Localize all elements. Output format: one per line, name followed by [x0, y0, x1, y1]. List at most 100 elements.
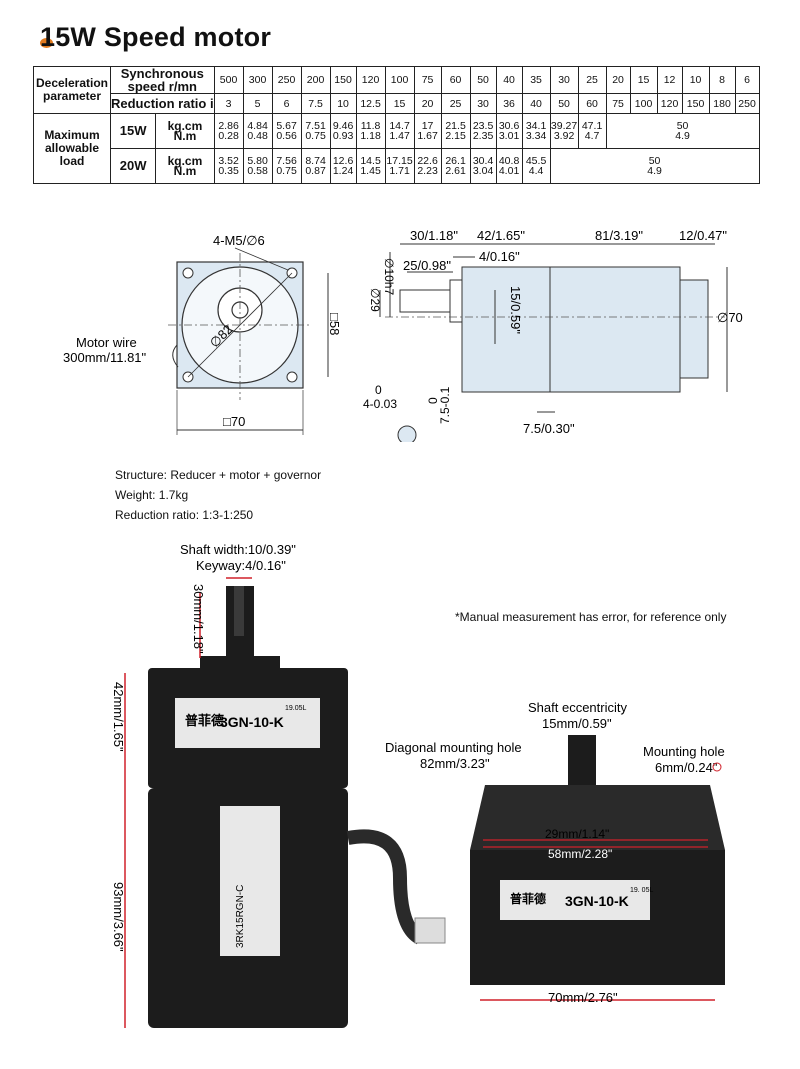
ratio-cell: 5: [242, 93, 273, 114]
d70-label: 70mm/2.76": [548, 990, 618, 1005]
svg-text:普菲德: 普菲德: [510, 891, 546, 906]
speed-cell: 30: [549, 66, 579, 94]
sync-label: Synchronous speed r/mn: [110, 66, 215, 94]
shaft-width-label: Shaft width:10/0.39": [180, 542, 296, 557]
ratio-cell: 120: [656, 93, 683, 114]
boss: [200, 656, 280, 668]
speed-cell: 6: [734, 66, 760, 94]
d4-label: 4/0.16": [479, 249, 520, 264]
ratio-text: Reduction ratio: 1:3-1:250: [115, 508, 254, 522]
d81-label: 81/3.19": [595, 228, 643, 243]
ratio-cell: 10: [329, 93, 357, 114]
ratio-cell: 150: [681, 93, 710, 114]
ratio-cell: 12.5: [355, 93, 386, 114]
speed-cell: 75: [413, 66, 442, 94]
gearbox-body: [461, 266, 551, 393]
ratio-cell: 40: [521, 93, 551, 114]
motor-wire-length: 300mm/11.81": [63, 350, 147, 365]
end-cap: [679, 279, 709, 379]
speed-cell: 10: [681, 66, 710, 94]
ratio-cell: 25: [440, 93, 471, 114]
d30-label: 30mm/1.18": [191, 584, 206, 654]
speed-cell: 200: [300, 66, 331, 94]
mount-label: Mounting hole: [643, 744, 725, 759]
d42-label: 42mm/1.65": [111, 682, 126, 752]
speed-cell: 20: [605, 66, 631, 94]
ratio-cell: 15: [384, 93, 415, 114]
d15-label: 15/0.59": [508, 286, 523, 334]
eccentricity-label: Shaft eccentricity: [528, 700, 627, 715]
speed-cell: 15: [629, 66, 658, 94]
key-a-label: 4-0.03: [363, 397, 397, 411]
page-title: 15W Speed motor: [40, 22, 272, 52]
speed-cell: 40: [495, 66, 523, 94]
dia70-label: ∅70: [717, 310, 743, 325]
structure-text: Structure: Reducer + motor + governor: [115, 468, 322, 482]
key-b-label: 7.5-0.1: [438, 386, 452, 424]
eccentricity-value: 15mm/0.59": [542, 716, 612, 731]
ratio-cell: 30: [469, 93, 497, 114]
side58-label: □58: [327, 313, 342, 335]
dia10-label: ∅10h7: [382, 258, 396, 295]
diagonal-value: 82mm/3.23": [420, 756, 490, 771]
speed-cell: 12: [656, 66, 683, 94]
side70-label: □70: [223, 414, 245, 429]
ratio-cell: 7.5: [300, 93, 331, 114]
speed-cell: 25: [577, 66, 607, 94]
ratio-cell: 75: [605, 93, 631, 114]
weight-text: Weight: 1.7kg: [115, 488, 189, 502]
ratio-cell: 3: [213, 93, 244, 114]
power-cell: 20W: [109, 148, 157, 184]
front-view-drawing: 4-M5/∅6 ∅82 □58 □70 Motor wire 300mm/11.…: [63, 233, 342, 435]
speed-cell: 150: [329, 66, 357, 94]
speed-cell: 500: [213, 66, 244, 94]
d30-label: 30/1.18": [410, 228, 458, 243]
ratio-cell: 60: [577, 93, 607, 114]
speed-cell: 60: [440, 66, 471, 94]
motor-wire: [346, 829, 424, 945]
gearbox-top: [470, 785, 725, 850]
speed-cell: 8: [708, 66, 736, 94]
key-a0-label: 0: [375, 383, 382, 397]
ratio-cell: 36: [495, 93, 523, 114]
d42-label: 42/1.65": [477, 228, 525, 243]
ratio-cell: 20: [413, 93, 442, 114]
key-b0-label: 0: [426, 397, 440, 404]
motor-wire-label: Motor wire: [76, 335, 137, 350]
ratio-cell: 100: [629, 93, 658, 114]
svg-text:3GN-10-K: 3GN-10-K: [565, 893, 629, 909]
ratio-cell: 50: [549, 93, 579, 114]
motor-body: [549, 266, 681, 393]
svg-text:普菲德: 普菲德: [185, 713, 224, 728]
title-bullet: [40, 38, 53, 48]
ratio-cell: 180: [708, 93, 736, 114]
d12-label: 12/0.47": [679, 228, 727, 243]
motor-photo-top: Shaft eccentricity 15mm/0.59" Diagonal m…: [385, 700, 725, 1005]
load-header: Maximum allowable load: [33, 113, 111, 184]
keyway-label: Keyway:4/0.16": [196, 558, 286, 573]
ratio-label: Reduction ratio i: [110, 93, 215, 114]
